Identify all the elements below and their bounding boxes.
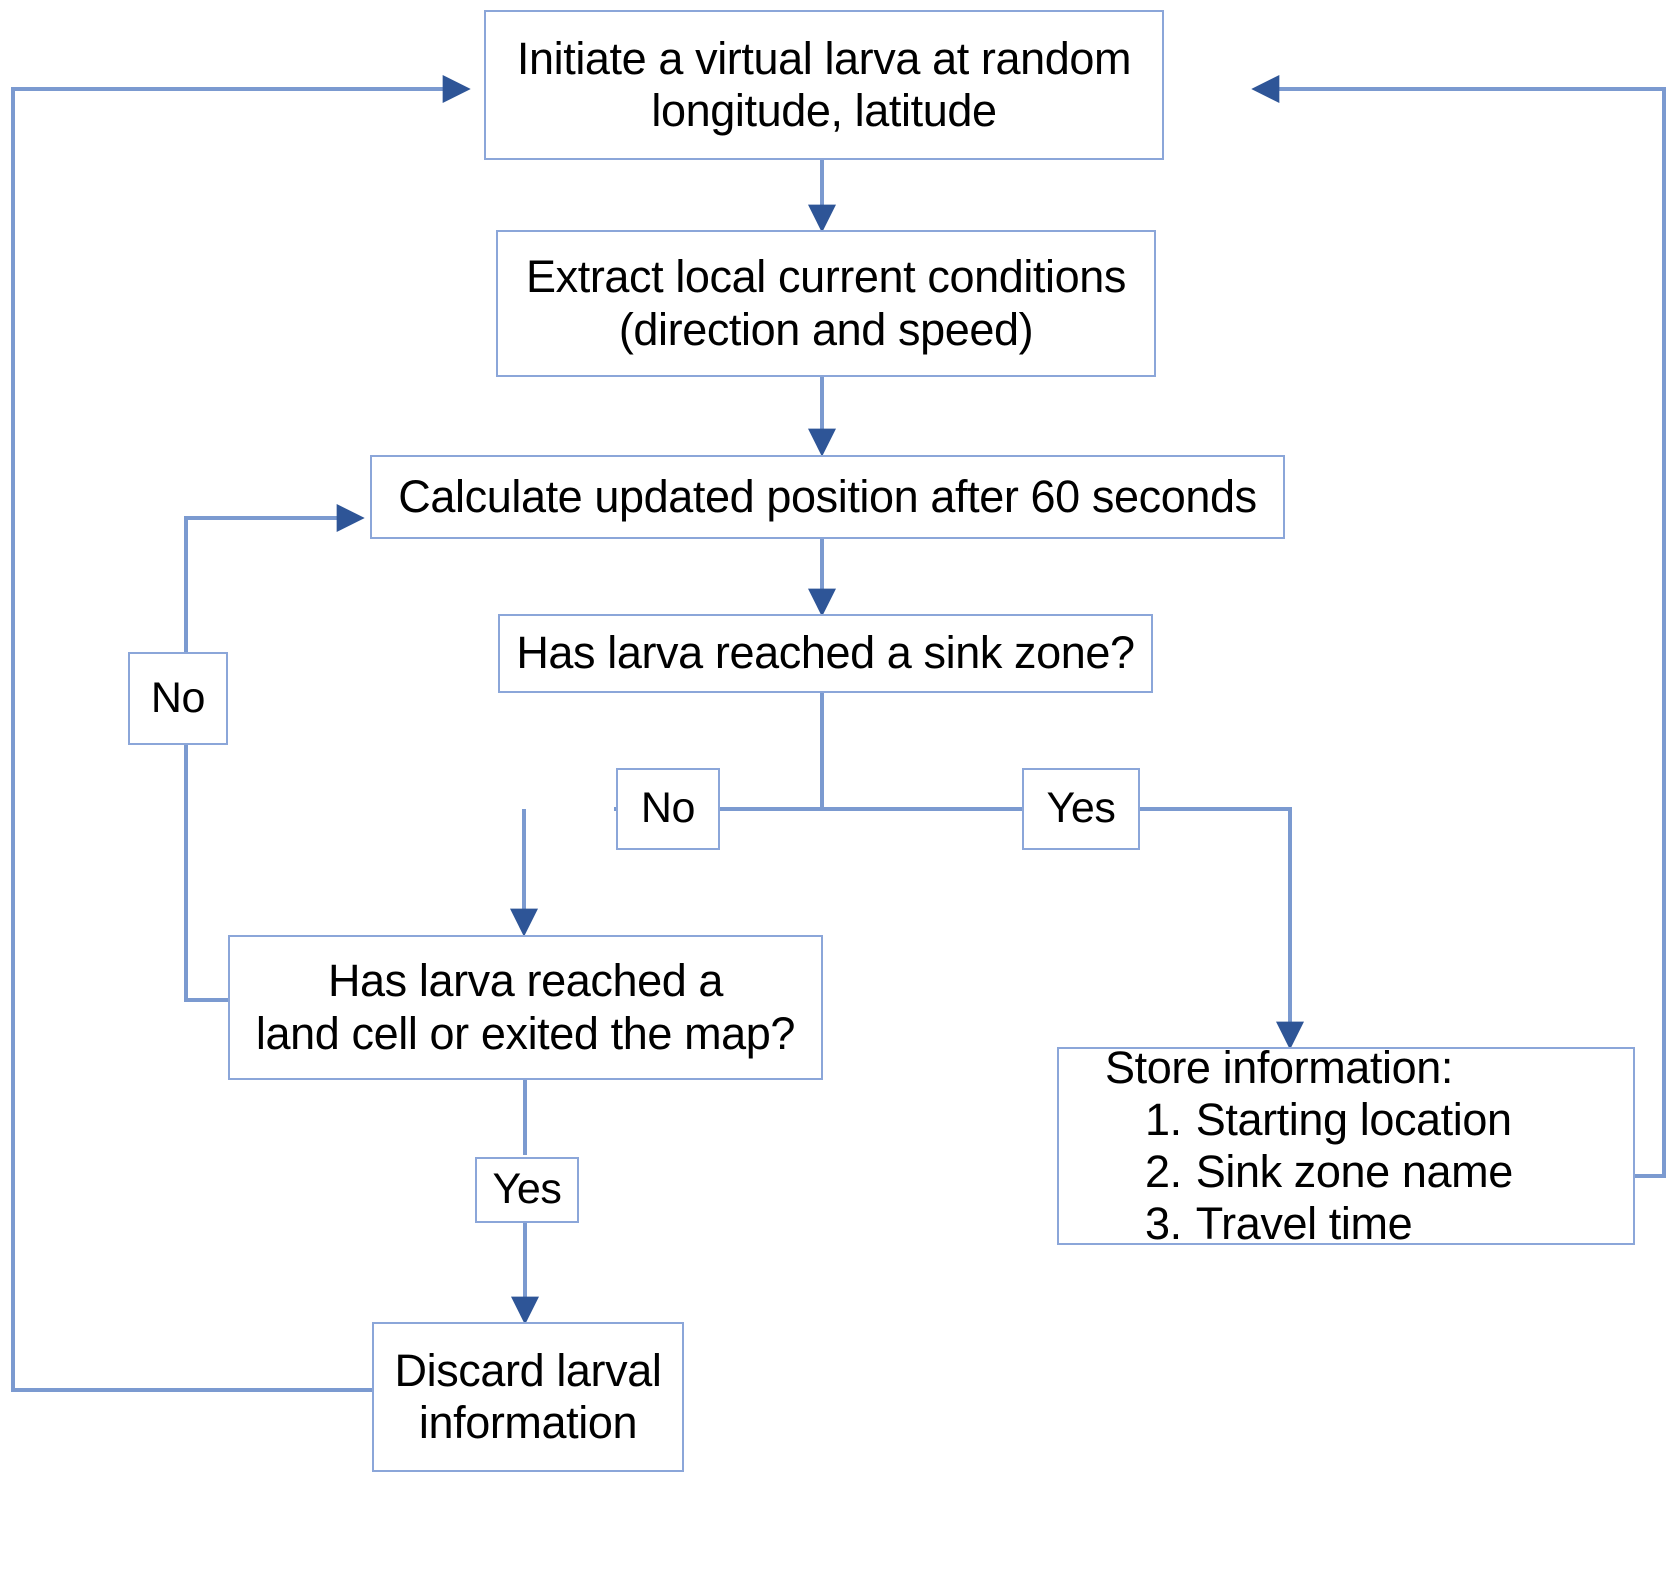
edge-label-sink-no[interactable]: No bbox=[616, 768, 720, 850]
node-initiate-larva-label: Initiate a virtual larva at random longi… bbox=[516, 32, 1132, 136]
store-item-1-text: Starting location bbox=[1195, 1093, 1512, 1145]
node-land-cell-decision[interactable]: Has larva reached a land cell or exited … bbox=[228, 935, 823, 1080]
edge-land-no bbox=[184, 504, 365, 1002]
node-extract-current-label: Extract local current conditions (direct… bbox=[526, 251, 1126, 355]
store-information-list: 1. Starting location 2. Sink zone name 3… bbox=[1105, 1094, 1633, 1251]
edge-discard-loop bbox=[11, 75, 471, 1392]
store-information-item-3: 3. Travel time bbox=[1145, 1198, 1633, 1250]
edge-label-land-no-text: No bbox=[150, 673, 206, 722]
store-information-title: Store information: bbox=[1105, 1041, 1453, 1093]
edge-sink-yes-down bbox=[1140, 807, 1304, 1050]
node-extract-current[interactable]: Extract local current conditions (direct… bbox=[496, 230, 1156, 377]
edge-store-loop bbox=[1251, 75, 1666, 1178]
edge-label-land-no[interactable]: No bbox=[128, 652, 228, 745]
store-item-3-number: 3. bbox=[1145, 1198, 1182, 1250]
node-store-information[interactable]: Store information: 1. Starting location … bbox=[1057, 1042, 1635, 1249]
node-land-cell-decision-label: Has larva reached a land cell or exited … bbox=[255, 955, 796, 1059]
node-initiate-larva[interactable]: Initiate a virtual larva at random longi… bbox=[484, 10, 1164, 160]
store-item-2-text: Sink zone name bbox=[1195, 1146, 1513, 1197]
edge-label-land-yes-text: Yes bbox=[492, 1165, 562, 1214]
node-discard-larval-info[interactable]: Discard larval information bbox=[372, 1322, 684, 1472]
edge-label-sink-yes[interactable]: Yes bbox=[1022, 768, 1140, 850]
edge-label-sink-yes-text: Yes bbox=[1046, 784, 1116, 833]
store-item-3-text: Travel time bbox=[1195, 1198, 1413, 1250]
node-sink-zone-decision-label: Has larva reached a sink zone? bbox=[516, 627, 1135, 679]
edge-label-land-yes[interactable]: Yes bbox=[475, 1157, 579, 1223]
node-discard-larval-info-label: Discard larval information bbox=[394, 1344, 662, 1448]
edge-label-sink-no-text: No bbox=[640, 784, 696, 833]
node-calculate-position[interactable]: Calculate updated position after 60 seco… bbox=[370, 455, 1285, 539]
store-item-1-number: 1. bbox=[1145, 1093, 1182, 1145]
store-item-2-number: 2. bbox=[1145, 1146, 1182, 1197]
store-information-item-1: 1. Starting location bbox=[1145, 1094, 1633, 1146]
node-sink-zone-decision[interactable]: Has larva reached a sink zone? bbox=[498, 614, 1153, 693]
node-calculate-position-label: Calculate updated position after 60 seco… bbox=[398, 470, 1257, 522]
store-information-item-2: 2. Sink zone name bbox=[1145, 1146, 1633, 1198]
